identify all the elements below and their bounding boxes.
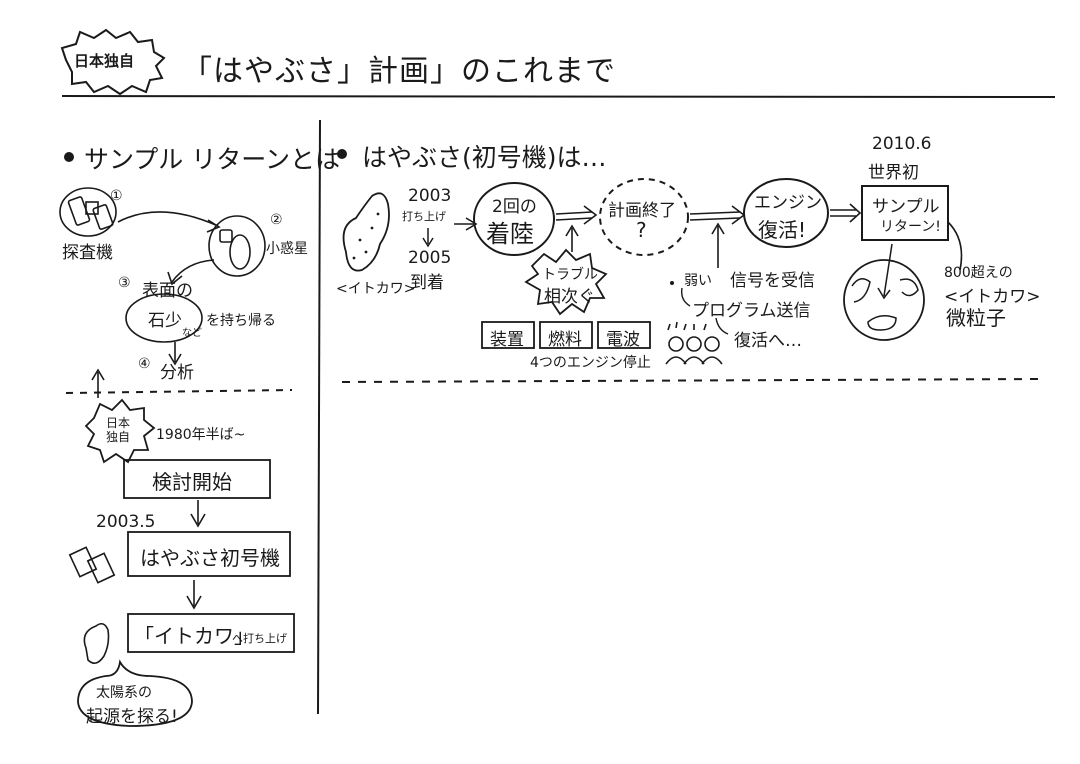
timeline-badge-line1: 日本: [106, 416, 131, 430]
speech-bubble: [77, 659, 193, 727]
engine-line1: エンジン: [754, 193, 822, 213]
people-icon: [665, 321, 723, 365]
itokawa-launch-label: 「イトカワ」: [134, 624, 254, 648]
mini-probe-icon: [68, 546, 116, 584]
timeline-badge-burst: [84, 398, 156, 464]
right-dashed-separator: [341, 378, 1039, 383]
arrive-year: 2005: [408, 248, 452, 268]
problem-fuel: 燃料: [548, 330, 582, 350]
hayabusa-label: はやぶさ初号機: [140, 546, 280, 570]
problem-box-fuel: [539, 321, 593, 349]
left-heading: サンプル リターンとは: [84, 145, 340, 174]
return-line1: サンプル: [872, 197, 940, 217]
return-first: 世界初: [868, 163, 919, 183]
particles-line2: <イトカワ>: [944, 287, 1041, 307]
itokawa-launch-suffix: へ打ち上げ: [232, 632, 287, 645]
launch-year: 2003: [408, 186, 452, 206]
timeline-badge-line2: 独自: [106, 430, 131, 444]
step-1-number: ①: [110, 188, 123, 204]
signal-receive: 信号を受信: [730, 271, 815, 291]
sand-etc-label: など: [182, 328, 202, 339]
plan-end-line2: ?: [636, 218, 647, 242]
right-heading-bullet: [337, 149, 347, 159]
particles-line3: 微粒子: [946, 306, 1006, 330]
arrow-program-to-recover: [715, 317, 729, 335]
arrive-label: 到着: [410, 273, 444, 293]
timeline-era: 1980年半ば~: [156, 427, 246, 443]
return-line2: リターン!: [880, 219, 941, 235]
step-3-number: ③: [118, 275, 131, 291]
recover-label: 復活へ…: [734, 331, 802, 351]
small-asteroid-icon: [208, 215, 266, 277]
itokawa-asteroid-icon: [342, 192, 390, 272]
box-study-start: [123, 459, 271, 499]
step-1-label: 探査機: [62, 243, 113, 263]
right-heading: はやぶさ(初号機)は…: [362, 143, 607, 172]
arrow-return-to-particles: [947, 221, 963, 271]
left-dashed-separator: [65, 389, 293, 394]
trouble-line2: 相次ぐ: [544, 287, 595, 307]
plan-end-circle: [599, 178, 689, 256]
badge-burst-shape: [60, 28, 166, 96]
trouble-burst: [524, 248, 608, 316]
landing-line2: 着陸: [486, 220, 534, 248]
step-4-number: ④: [138, 356, 151, 372]
signal-weak: 弱い: [684, 273, 712, 289]
left-heading-bullet: [64, 152, 74, 162]
step-2-label: 小惑星: [266, 241, 308, 257]
hayabusa-date: 2003.5: [96, 512, 156, 532]
return-date: 2010.6: [872, 134, 932, 154]
box-hayabusa: [127, 531, 291, 577]
program-send: プログラム送信: [692, 301, 811, 321]
problem-box-device: [481, 321, 535, 349]
header-badge: 日本独自: [74, 52, 135, 70]
arrow-asteroid-to-surface: [171, 259, 215, 283]
engine-stop-label: 4つのエンジン停止: [530, 355, 651, 371]
launch-label: 打ち上げ: [402, 210, 446, 223]
step-3-label: 表面の: [142, 281, 193, 301]
arrow-into-earth: [883, 243, 893, 297]
arrow-signal-to-program: [680, 287, 691, 307]
landing-circle: [473, 182, 555, 256]
arrow-engine-to-return: [830, 209, 856, 217]
step-4-label: 分析: [160, 363, 194, 383]
box-itokawa-launch: [127, 613, 295, 653]
sand-label: 石少: [148, 311, 182, 331]
engine-circle: [743, 178, 829, 248]
problem-box-radio: [597, 321, 651, 349]
study-start-label: 検討開始: [152, 470, 232, 494]
plan-end-line1: 計画終了: [608, 201, 676, 221]
earth-icon: [843, 259, 925, 341]
itokawa-label: <イトカワ>: [336, 281, 416, 297]
arrow-landing-to-plan-end: [555, 211, 593, 221]
bring-back-label: を持ち帰る: [206, 313, 276, 329]
problem-radio: 電波: [606, 330, 640, 350]
header-rule: [61, 95, 1056, 98]
arrow-probe-to-asteroid: [117, 211, 219, 227]
sand-loop: [125, 293, 203, 343]
arrow-plan-end-to-engine: [689, 211, 741, 221]
landing-line1: 2回の: [492, 197, 537, 217]
bubble-line2: 起源を探る!: [86, 707, 178, 727]
probe-icon: [59, 187, 117, 237]
engine-line2: 復活!: [758, 218, 807, 242]
trouble-line1: トラブル: [542, 267, 598, 283]
step-2-number: ②: [270, 212, 283, 228]
problem-device: 装置: [490, 330, 524, 350]
page-title: 「はやぶさ」計画」のこれまで: [182, 54, 616, 89]
particles-line1: 800超えの: [944, 265, 1013, 281]
sample-return-box: [861, 185, 949, 241]
column-divider: [317, 119, 321, 715]
mini-itokawa-icon: [83, 622, 110, 664]
bubble-line1: 太陽系の: [96, 685, 152, 701]
